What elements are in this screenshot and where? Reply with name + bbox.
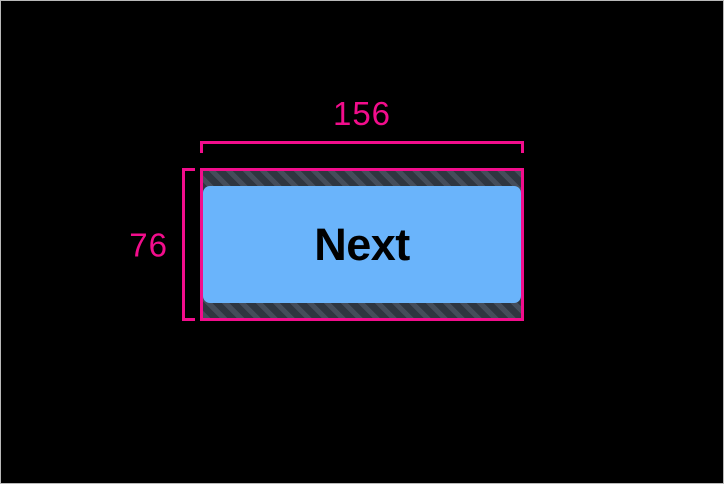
height-value-label: 76 bbox=[129, 226, 168, 263]
height-dimension: 76 bbox=[129, 168, 195, 321]
height-bracket-icon bbox=[182, 168, 195, 321]
next-button-label: Next bbox=[314, 219, 410, 270]
width-value-label: 156 bbox=[332, 95, 392, 132]
measured-element-box[interactable]: Next bbox=[200, 168, 524, 321]
width-dimension: 156 bbox=[200, 97, 524, 153]
next-button[interactable]: Next bbox=[203, 186, 521, 303]
width-bracket-icon bbox=[200, 141, 524, 153]
